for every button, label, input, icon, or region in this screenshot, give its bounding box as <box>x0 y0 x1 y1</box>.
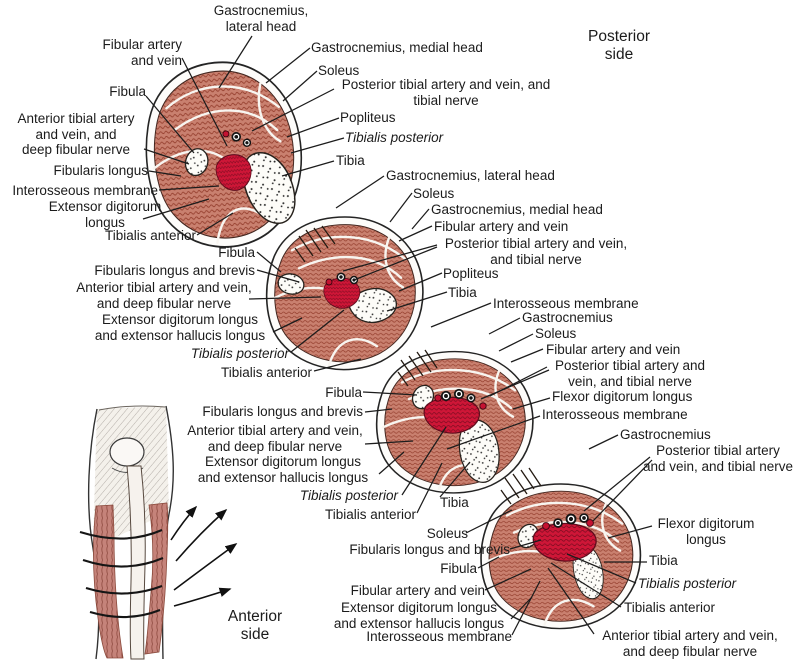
cross-section-4 <box>480 483 642 630</box>
label-s3-anterior-tibial: Anterior tibial artery and vein, and dee… <box>187 423 363 454</box>
label-s2-interosseous-membrane: Interosseous membrane <box>493 296 639 311</box>
label-s4-extensor-digitorum: Extensor digitorum longus and extensor h… <box>333 600 505 631</box>
label-s4-posterior-tibial: Posterior tibial artery and vein, and ti… <box>642 443 794 474</box>
label-s4-anterior-tibial: Anterior tibial artery and vein, and dee… <box>602 628 778 659</box>
label-s2-soleus: Soleus <box>413 186 455 201</box>
label-s4-gastrocnemius: Gastrocnemius <box>620 427 711 442</box>
label-s1-tibialis-anterior: Tibialis anterior <box>104 228 196 243</box>
level-arrows <box>170 505 238 607</box>
label-s4-fibularis-longus-brevis: Fibularis longus and brevis <box>349 542 510 557</box>
label-s1-fibular-artery-vein: Fibular artery and vein <box>102 37 182 68</box>
label-s1-tibia: Tibia <box>336 153 365 168</box>
label-s3-gastrocnemius: Gastrocnemius <box>522 310 613 325</box>
label-s1-fibula: Fibula <box>109 84 146 99</box>
label-s1-gastrocnemius-lateral: Gastrocnemius, lateral head <box>213 3 309 34</box>
label-s4-tibialis-anterior: Tibialis anterior <box>624 600 716 615</box>
vessels <box>542 512 594 530</box>
cross-section-2 <box>265 216 424 371</box>
tibia-shaft <box>126 465 146 660</box>
label-s3-tibialis-posterior: Tibialis posterior <box>299 488 398 503</box>
label-s4-fibular-artery-vein: Fibular artery and vein <box>350 583 485 598</box>
label-s1-popliteus: Popliteus <box>340 110 396 125</box>
junction-shading <box>294 225 542 505</box>
label-s2-tibia: Tibia <box>448 285 477 300</box>
label-s2-anterior-tibial: Anterior tibial artery and vein, and dee… <box>76 280 252 311</box>
label-s4-soleus: Soleus <box>426 526 468 541</box>
label-s3-flexor-digitorum: Flexor digitorum longus <box>552 389 693 404</box>
label-s4-fibula: Fibula <box>440 561 477 576</box>
posterior-side-heading: Posterior side <box>587 28 651 63</box>
label-s2-fibularis-longus-brevis: Fibularis longus and brevis <box>94 263 255 278</box>
label-s3-tibia: Tibia <box>440 495 469 510</box>
label-s3-posterior-tibial: Posterior tibial artery and vein, and ti… <box>554 358 706 389</box>
leg-anterior-view <box>79 405 174 660</box>
anterior-side-heading: Anterior side <box>227 608 283 643</box>
label-s1-extensor-digitorum: Extensor digitorum longus <box>48 199 162 230</box>
label-s1-tibialis-posterior: Tibialis posterior <box>345 130 444 145</box>
leg-muscle-right <box>144 502 169 655</box>
label-s2-gastrocnemius-medial: Gastrocnemius, medial head <box>431 202 603 217</box>
label-s1-soleus: Soleus <box>318 63 360 78</box>
label-s3-fibula: Fibula <box>325 385 362 400</box>
label-s3-tibialis-anterior: Tibialis anterior <box>324 507 416 522</box>
label-s3-extensor-digitorum: Extensor digitorum longus and extensor h… <box>197 454 369 485</box>
label-s1-anterior-tibial: Anterior tibial artery and vein, and dee… <box>17 111 135 157</box>
label-s1-gastrocnemius-medial: Gastrocnemius, medial head <box>311 40 483 55</box>
fibula-bone <box>184 148 209 177</box>
label-s1-interosseous-membrane: Interosseous membrane <box>12 183 158 198</box>
vessels <box>325 271 359 286</box>
fibula-bone <box>277 273 305 295</box>
label-s2-fibula: Fibula <box>218 245 255 260</box>
label-s3-fibularis-longus-brevis: Fibularis longus and brevis <box>202 404 363 419</box>
label-s4-tibialis-posterior: Tibialis posterior <box>638 576 737 591</box>
label-s2-tibialis-anterior: Tibialis anterior <box>220 365 312 380</box>
cross-section-1 <box>136 53 312 256</box>
vessels <box>434 388 487 410</box>
label-s2-fibular-artery-vein: Fibular artery and vein <box>434 219 569 234</box>
cross-section-3 <box>375 350 534 494</box>
label-s3-interosseous-membrane: Interosseous membrane <box>542 407 688 422</box>
label-s4-interosseous-membrane: Interosseous membrane <box>366 629 512 644</box>
label-s2-extensor-digitorum: Extensor digitorum longus and extensor h… <box>94 312 266 343</box>
label-s3-soleus: Soleus <box>535 326 577 341</box>
label-s3-fibular-artery-vein: Fibular artery and vein <box>546 342 681 357</box>
label-s1-fibularis-longus: Fibularis longus <box>53 163 148 178</box>
label-s4-flexor-digitorum: Flexor digitorum longus <box>657 516 755 547</box>
label-s2-gastrocnemius-lateral: Gastrocnemius, lateral head <box>386 168 555 183</box>
label-s1-posterior-tibial: Posterior tibial artery and vein, and ti… <box>341 77 551 108</box>
leader-lines <box>142 35 653 636</box>
label-s2-popliteus: Popliteus <box>443 266 499 281</box>
label-s4-tibia: Tibia <box>649 553 678 568</box>
label-s2-tibialis-posterior: Tibialis posterior <box>190 346 289 361</box>
vessels <box>222 130 253 148</box>
label-s2-posterior-tibial: Posterior tibial artery and vein, and ti… <box>444 236 628 267</box>
section-level-lines <box>79 529 164 619</box>
